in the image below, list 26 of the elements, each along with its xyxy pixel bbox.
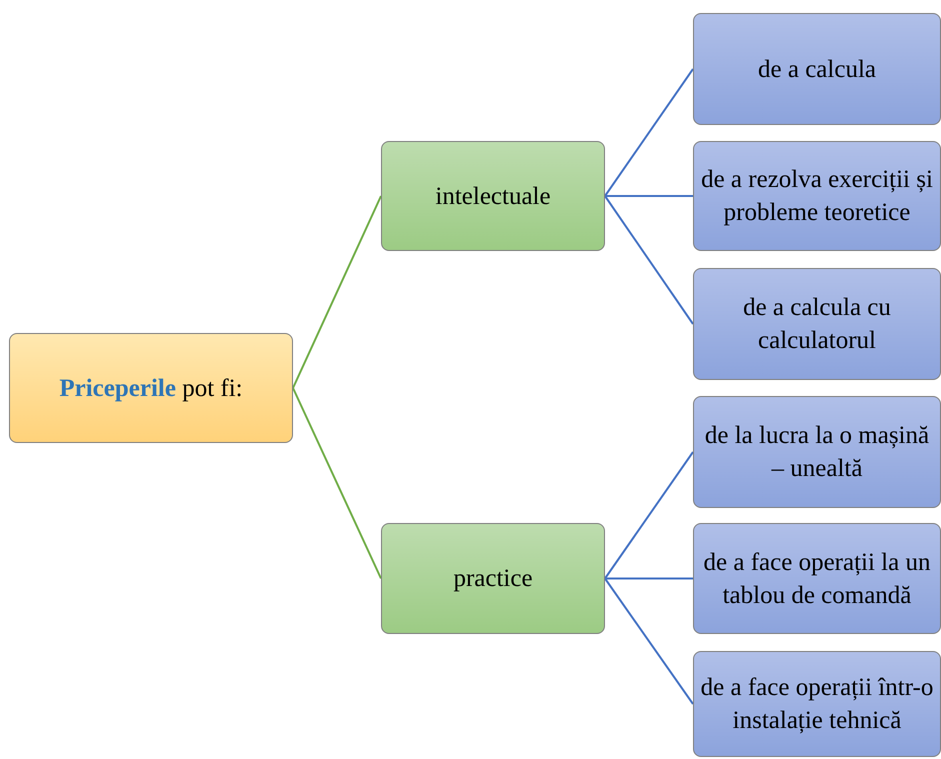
rounded-box bbox=[693, 141, 941, 251]
box-label: intelectuale bbox=[435, 182, 551, 212]
box-label: de a calcula cu calculatorul bbox=[742, 293, 892, 356]
rounded-box bbox=[693, 13, 941, 125]
connector-line bbox=[604, 451, 694, 580]
rounded-box bbox=[9, 333, 293, 443]
connector-line bbox=[604, 578, 694, 705]
box-label: de la lucra la o mașină – unealtă bbox=[704, 421, 930, 484]
connector-line bbox=[292, 388, 382, 579]
connector-line bbox=[605, 195, 693, 197]
rounded-box bbox=[693, 396, 941, 508]
box-label: de a calcula bbox=[758, 54, 876, 84]
connector-line bbox=[605, 578, 693, 580]
connector-line bbox=[604, 68, 694, 197]
rounded-box bbox=[381, 141, 605, 251]
connector-line bbox=[292, 196, 382, 388]
box-label: de a face operații într-o instalație tehnică bbox=[700, 673, 934, 736]
connector-line bbox=[604, 195, 694, 325]
box-label: practice bbox=[453, 564, 533, 594]
rounded-box bbox=[693, 268, 941, 380]
rounded-box bbox=[693, 651, 941, 757]
box-label: de a face operații la un tablou de comandă bbox=[702, 548, 932, 610]
rounded-box bbox=[693, 523, 941, 634]
box-label: de a rezolva exerciții și probleme teoretice bbox=[700, 165, 934, 228]
rounded-box bbox=[381, 523, 605, 634]
box-label: Priceperile pot fi: bbox=[59, 374, 243, 404]
